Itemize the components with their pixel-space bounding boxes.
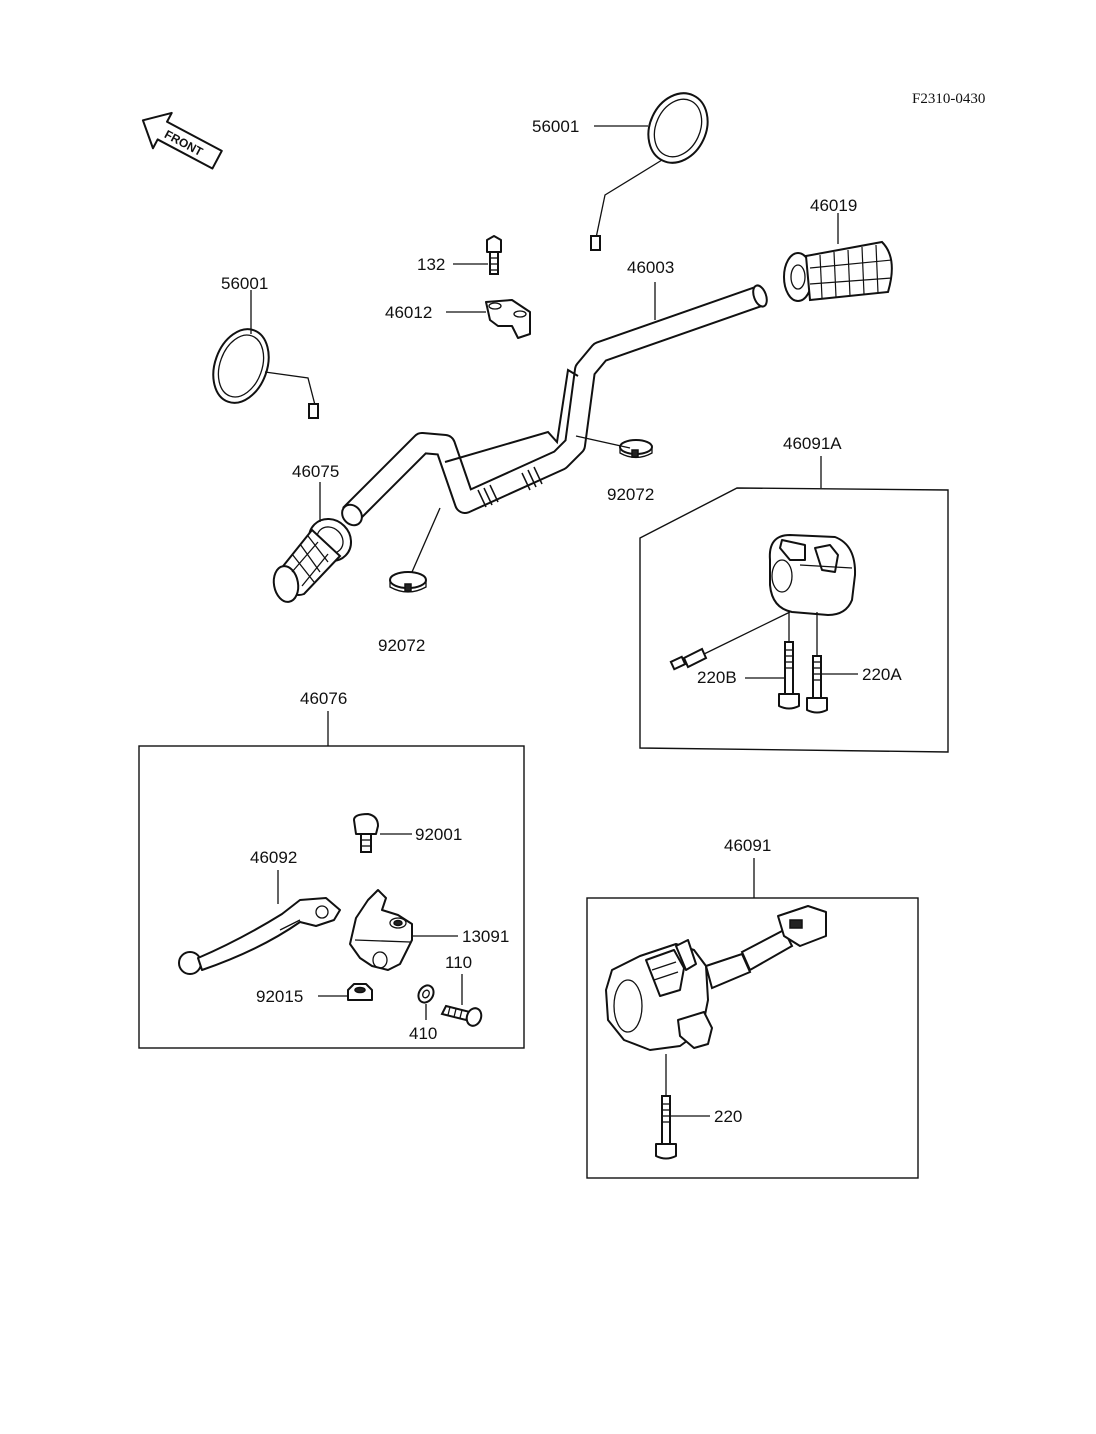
bolt-92001: [353, 813, 379, 853]
bolt-132: [486, 235, 502, 275]
switch-right-box: [639, 487, 949, 753]
label-bolt-92001: 92001: [415, 825, 462, 844]
label-mirror-left: 56001: [221, 274, 268, 293]
lever-46092: [178, 897, 341, 975]
diagram-code: F2310-0430: [912, 91, 985, 107]
label-bolt-110: 110: [445, 953, 472, 972]
label-grip-left: 46075: [292, 462, 339, 481]
holder-46012: [485, 299, 531, 339]
washer-410: [417, 984, 435, 1004]
label-screw-220b: 220B: [697, 668, 737, 687]
label-holder: 46012: [385, 303, 432, 322]
label-switch-left-assy: 46091: [724, 836, 771, 855]
lever-box: [138, 745, 525, 1049]
mirror-left: [212, 328, 319, 419]
handlebar-46003: [341, 284, 768, 527]
label-nut-92015: 92015: [256, 987, 303, 1006]
label-screw-220a: 220A: [862, 665, 902, 684]
screw-220a: [806, 655, 828, 714]
label-grip-right: 46019: [810, 196, 857, 215]
grip-right-46019: [783, 240, 893, 302]
label-lever: 46092: [250, 848, 297, 867]
label-handlebar: 46003: [627, 258, 674, 277]
switch-left-46091: [605, 905, 827, 1051]
label-screw-220: 220: [714, 1107, 742, 1126]
label-lever-assy: 46076: [300, 689, 347, 708]
label-bolt-132: 132: [417, 255, 445, 274]
label-mirror-right: 56001: [532, 117, 579, 136]
lever-holder-13091: [349, 889, 413, 971]
grip-left-46075: [272, 517, 353, 603]
front-arrow-icon: FRONT: [141, 111, 223, 170]
label-lever-holder: 13091: [462, 927, 509, 946]
label-band-right: 92072: [607, 485, 654, 504]
nut-92015: [347, 983, 373, 1001]
switch-right-46091a: [669, 534, 857, 671]
mirror-right: [590, 92, 709, 251]
label-switch-right-assy: 46091A: [783, 434, 842, 453]
screw-220: [655, 1095, 677, 1160]
label-band-left: 92072: [378, 636, 425, 655]
bolt-110: [440, 1004, 483, 1027]
switch-left-box: [586, 897, 919, 1179]
screw-220b: [778, 641, 800, 710]
band-92072-left: [389, 571, 427, 593]
band-92072-right: [619, 439, 653, 459]
label-washer-410: 410: [409, 1024, 437, 1043]
